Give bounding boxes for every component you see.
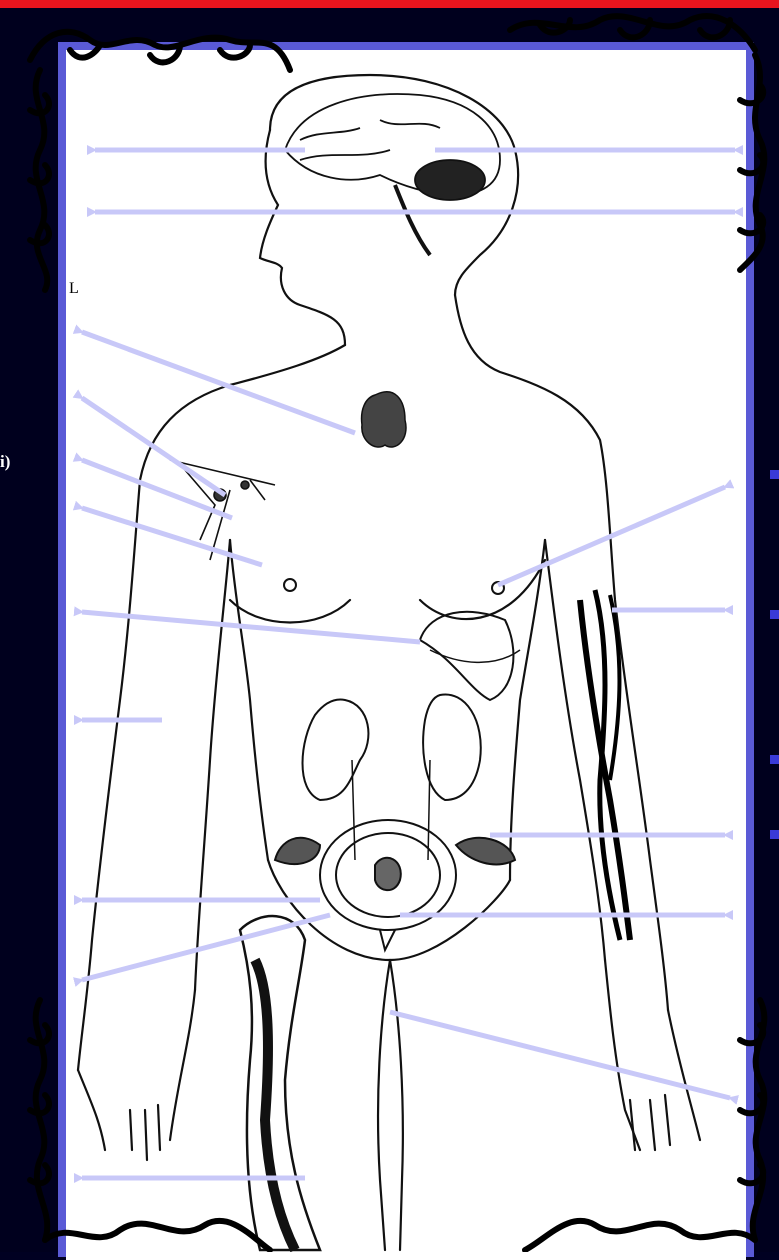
femur-bone-icon: [240, 916, 320, 1250]
muscle-icon: [580, 590, 630, 940]
left-breast-icon: [284, 579, 296, 591]
uterus-icon: [275, 820, 515, 950]
arrow-thyroid: [82, 332, 355, 433]
arrow-pancreas: [82, 612, 420, 642]
brain-icon: [285, 94, 500, 255]
arrow-lymph-1: [82, 398, 225, 495]
pancreas-icon: [420, 612, 520, 700]
baroque-scroll-icon: [30, 16, 764, 1250]
arrows-group: [82, 150, 735, 1178]
lymph-node-icon: [170, 460, 275, 560]
kidneys-icon: [303, 694, 481, 860]
arrow-breast: [82, 508, 262, 565]
thyroid-icon: [362, 392, 406, 447]
arrow-uterus-down: [82, 915, 330, 980]
arrow-breast-right: [498, 487, 725, 585]
